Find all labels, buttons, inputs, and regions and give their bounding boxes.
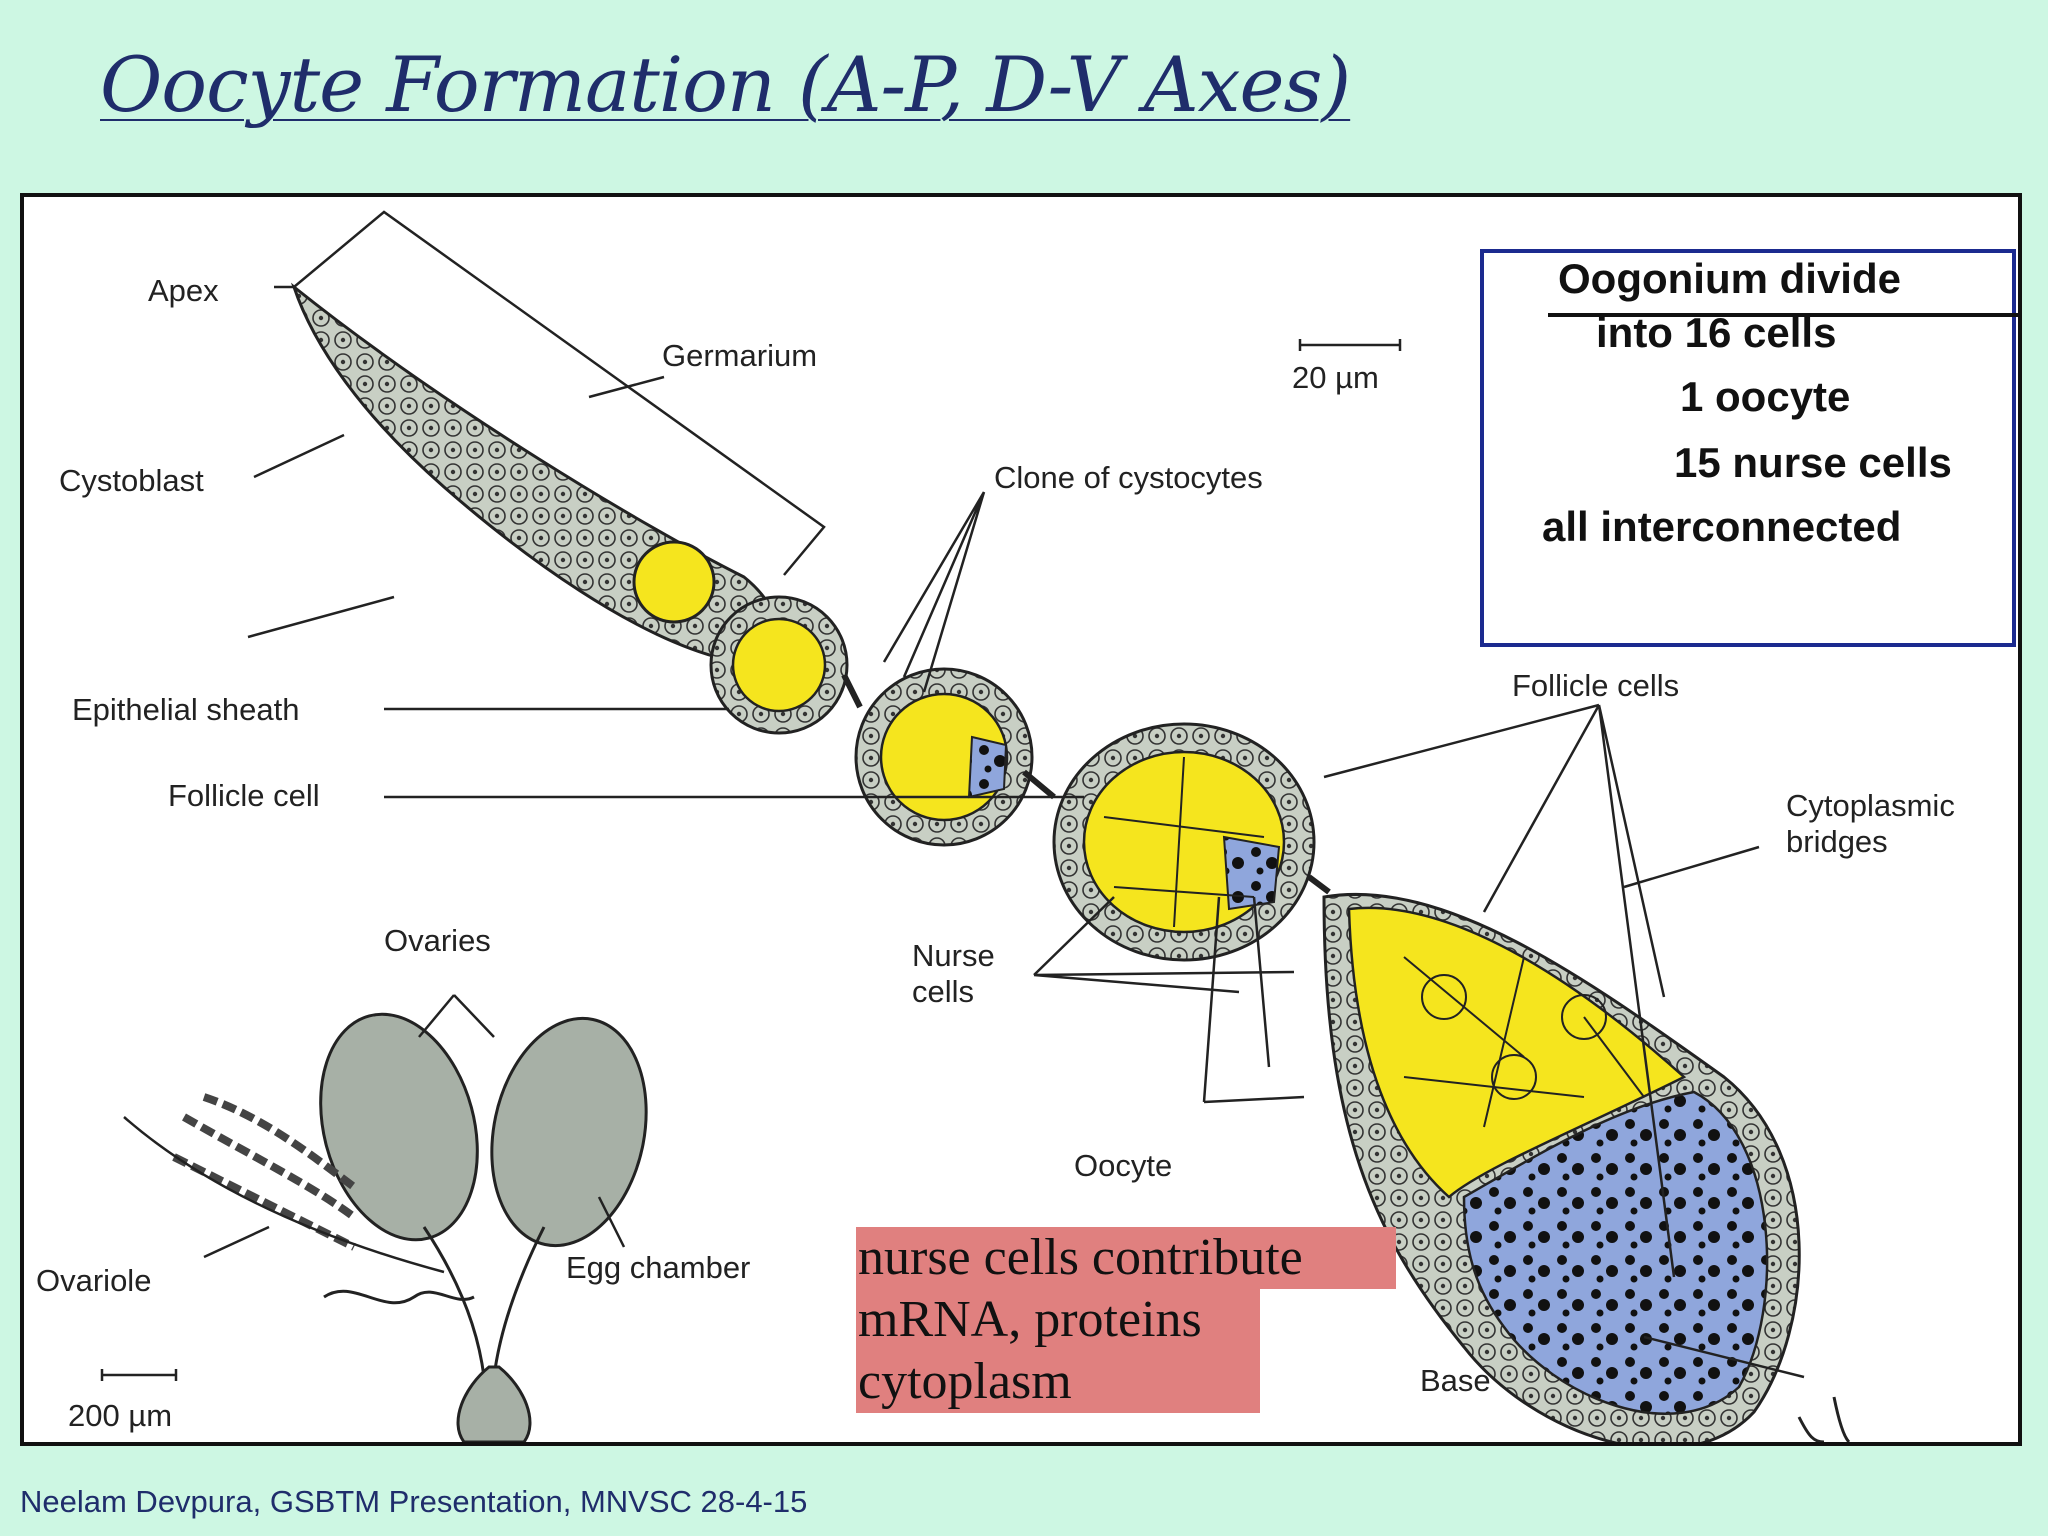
label-egg-chamber: Egg chamber <box>566 1250 751 1285</box>
label-epithelial-sheath: Epithelial sheath <box>72 692 300 727</box>
label-cytoplasmic: Cytoplasmic <box>1786 788 1955 823</box>
label-apex: Apex <box>148 273 219 308</box>
info-line-5: all interconnected <box>1542 503 1902 550</box>
oocyte <box>1462 1090 1769 1415</box>
slide-title: Oocyte Formation (A-P, D-V Axes) <box>100 40 1351 129</box>
label-base: Base <box>1420 1363 1491 1398</box>
label-cells: cells <box>912 974 975 1009</box>
cystocyte-cluster-1 <box>632 540 716 624</box>
diagram-drawing <box>100 210 1851 1442</box>
ovaries-drawing <box>123 1012 648 1442</box>
note-line-1: nurse cells contribute <box>856 1227 1396 1289</box>
label-cystoblast: Cystoblast <box>59 463 204 498</box>
info-rule <box>1548 313 2018 317</box>
info-box: Oogonium divide into 16 cells 1 oocyte 1… <box>1480 249 2018 647</box>
label-ovaries: Ovaries <box>384 923 491 958</box>
label-nurse: Nurse <box>912 938 995 973</box>
label-oocyte: Oocyte <box>1074 1148 1173 1183</box>
info-line-1: Oogonium divide <box>1558 255 1901 302</box>
note-line-2: mRNA, proteins <box>856 1289 1260 1351</box>
label-follicle-cell: Follicle cell <box>168 778 320 813</box>
label-germarium: Germarium <box>662 338 818 373</box>
nurse-cells-note: nurse cells contribute mRNA, proteins cy… <box>856 1227 1396 1413</box>
label-scale-small: 20 µm <box>1292 360 1379 395</box>
label-ovariole: Ovariole <box>36 1263 152 1298</box>
info-line-4: 15 nurse cells <box>1674 439 1952 486</box>
info-line-3: 1 oocyte <box>1680 373 1851 420</box>
ovariole-diagram: Apex Germarium Cystoblast Clone of cysto… <box>20 193 2022 1446</box>
label-bridges: bridges <box>1786 824 1888 859</box>
label-follicle-cells: Follicle cells <box>1512 668 1680 703</box>
label-clone-of-cystocytes: Clone of cystocytes <box>994 460 1263 495</box>
label-scale-large: 200 µm <box>68 1398 173 1433</box>
note-line-3: cytoplasm <box>856 1351 1260 1413</box>
footer-credit: Neelam Devpura, GSBTM Presentation, MNVS… <box>20 1484 808 1519</box>
